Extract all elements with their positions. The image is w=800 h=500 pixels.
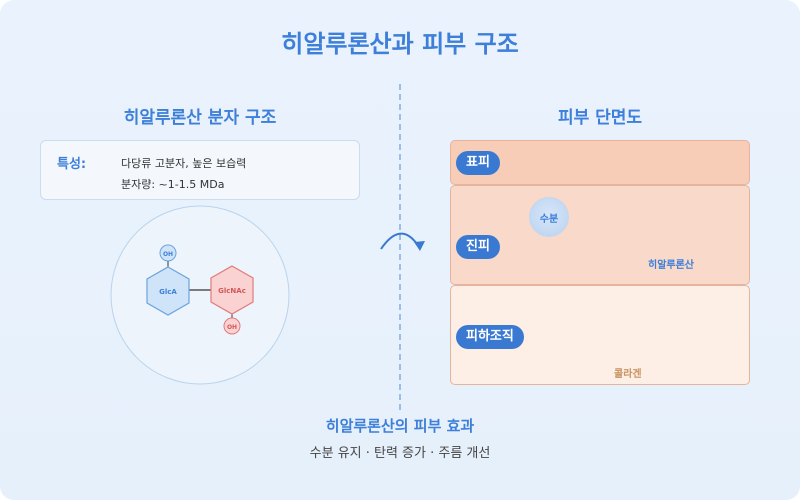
dermis-layer xyxy=(450,185,750,285)
section-divider xyxy=(399,84,401,410)
hypodermis-label: 피하조직 xyxy=(456,325,524,349)
effects-title: 히알루론산의 피부 효과 xyxy=(325,417,475,435)
properties-box: 특성: 다당류 고분자, 높은 보습력 분자량: ~1-1.5 MDa xyxy=(40,140,360,200)
transition-arrowhead xyxy=(414,241,425,251)
collagen-label: 콜라겐 xyxy=(614,369,642,380)
oh1-circle xyxy=(159,244,177,262)
molecule-circle xyxy=(110,205,290,385)
epidermis-layer xyxy=(450,140,750,185)
glca-ring xyxy=(146,266,190,316)
page-title: 히알루론산과 피부 구조 xyxy=(281,30,519,58)
dermis-label: 진피 xyxy=(456,235,500,259)
oh1-label: OH xyxy=(163,251,173,258)
glcnac-label: GlcNAc xyxy=(218,287,246,295)
transition-arrow xyxy=(380,232,418,250)
properties-molecular-weight: 분자량: ~1-1.5 MDa xyxy=(121,178,225,191)
properties-description: 다당류 고분자, 높은 보습력 xyxy=(121,157,247,170)
glca-label: GlcA xyxy=(159,288,177,296)
water-bubble: 수분 xyxy=(529,197,569,237)
hyaluronic-acid-label: 히알루론산 xyxy=(648,260,694,271)
skin-section-title: 피부 단면도 xyxy=(557,108,643,128)
properties-label: 특성: xyxy=(57,157,87,172)
glcnac-ring xyxy=(210,265,254,315)
oh2-circle xyxy=(223,317,241,335)
water-label: 수분 xyxy=(539,213,559,225)
molecule-section-title: 히알루론산 분자 구조 xyxy=(123,108,277,128)
oh2-label: OH xyxy=(227,324,237,331)
effects-subtitle: 수분 유지 · 탄력 증가 · 주름 개선 xyxy=(309,446,491,461)
epidermis-label: 표피 xyxy=(456,151,500,175)
